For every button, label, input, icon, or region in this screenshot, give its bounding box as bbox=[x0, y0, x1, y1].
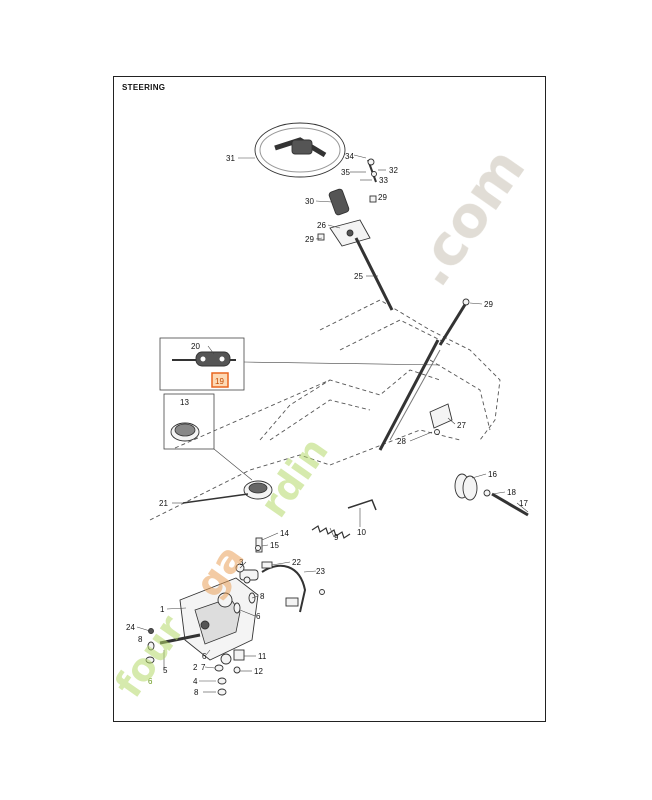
callout-4: 4 bbox=[193, 677, 198, 686]
callout-30: 30 bbox=[305, 197, 314, 206]
callout-13: 13 bbox=[180, 398, 189, 407]
callout-17: 17 bbox=[519, 499, 528, 508]
callout-27: 27 bbox=[457, 421, 466, 430]
svg-text:.com: .com bbox=[398, 137, 538, 298]
callout-8: 8 bbox=[194, 688, 199, 697]
svg-text:rdin: rdin bbox=[251, 429, 336, 525]
callout-7: 7 bbox=[201, 663, 206, 672]
diagram-title: STEERING bbox=[122, 83, 166, 92]
callout-29: 29 bbox=[484, 300, 493, 309]
callout-20: 20 bbox=[191, 342, 200, 351]
inset-box-20 bbox=[159, 337, 441, 391]
callout-1: 1 bbox=[160, 605, 165, 614]
spring-and-rod bbox=[311, 499, 377, 539]
callout-16: 16 bbox=[488, 470, 497, 479]
gear-housing bbox=[179, 569, 259, 661]
svg-text:four: four bbox=[106, 607, 193, 705]
sector-gear bbox=[243, 480, 273, 500]
callout-31: 31 bbox=[226, 154, 235, 163]
callout-29: 29 bbox=[305, 235, 314, 244]
callout-28: 28 bbox=[397, 437, 406, 446]
callout-33: 33 bbox=[379, 176, 388, 185]
arm-23 bbox=[261, 564, 325, 613]
callout-22: 22 bbox=[292, 558, 301, 567]
callout-19: 19 bbox=[215, 377, 224, 386]
wheel-assembly bbox=[454, 473, 529, 517]
steering-wheel[interactable] bbox=[254, 122, 346, 178]
callout-2: 2 bbox=[193, 663, 198, 672]
highlight-box-19 bbox=[211, 372, 229, 388]
callout-29: 29 bbox=[378, 193, 387, 202]
callout-6: 6 bbox=[202, 652, 207, 661]
callout-21: 21 bbox=[159, 499, 168, 508]
callout-14: 14 bbox=[280, 529, 289, 538]
callout-11: 11 bbox=[258, 652, 267, 661]
leader-lines bbox=[136, 154, 529, 693]
steering-linkage bbox=[378, 339, 453, 451]
callout-12: 12 bbox=[254, 667, 263, 676]
callout-6: 6 bbox=[148, 677, 153, 686]
callout-24: 24 bbox=[126, 623, 135, 632]
inset-box-13 bbox=[163, 393, 253, 481]
callout-34: 34 bbox=[345, 152, 354, 161]
small-hardware bbox=[145, 537, 273, 696]
callout-8: 8 bbox=[138, 635, 143, 644]
callout-labels: 31 34 32 35 33 30 29 26 29 25 29 20 19 1… bbox=[126, 152, 528, 697]
rod-21 bbox=[182, 493, 249, 504]
callout-32: 32 bbox=[389, 166, 398, 175]
callout-26: 26 bbox=[317, 221, 326, 230]
callout-5: 5 bbox=[163, 666, 168, 675]
column-parts bbox=[317, 158, 470, 346]
callout-18: 18 bbox=[507, 488, 516, 497]
callout-9: 9 bbox=[334, 533, 339, 542]
callout-8: 8 bbox=[260, 592, 265, 601]
callout-23: 23 bbox=[316, 567, 325, 576]
chassis-frame bbox=[149, 299, 501, 521]
callout-10: 10 bbox=[357, 528, 366, 537]
callout-35: 35 bbox=[341, 168, 350, 177]
callout-25: 25 bbox=[354, 272, 363, 281]
callout-3: 3 bbox=[239, 558, 244, 567]
callout-6: 6 bbox=[256, 612, 261, 621]
callout-15: 15 bbox=[270, 541, 279, 550]
